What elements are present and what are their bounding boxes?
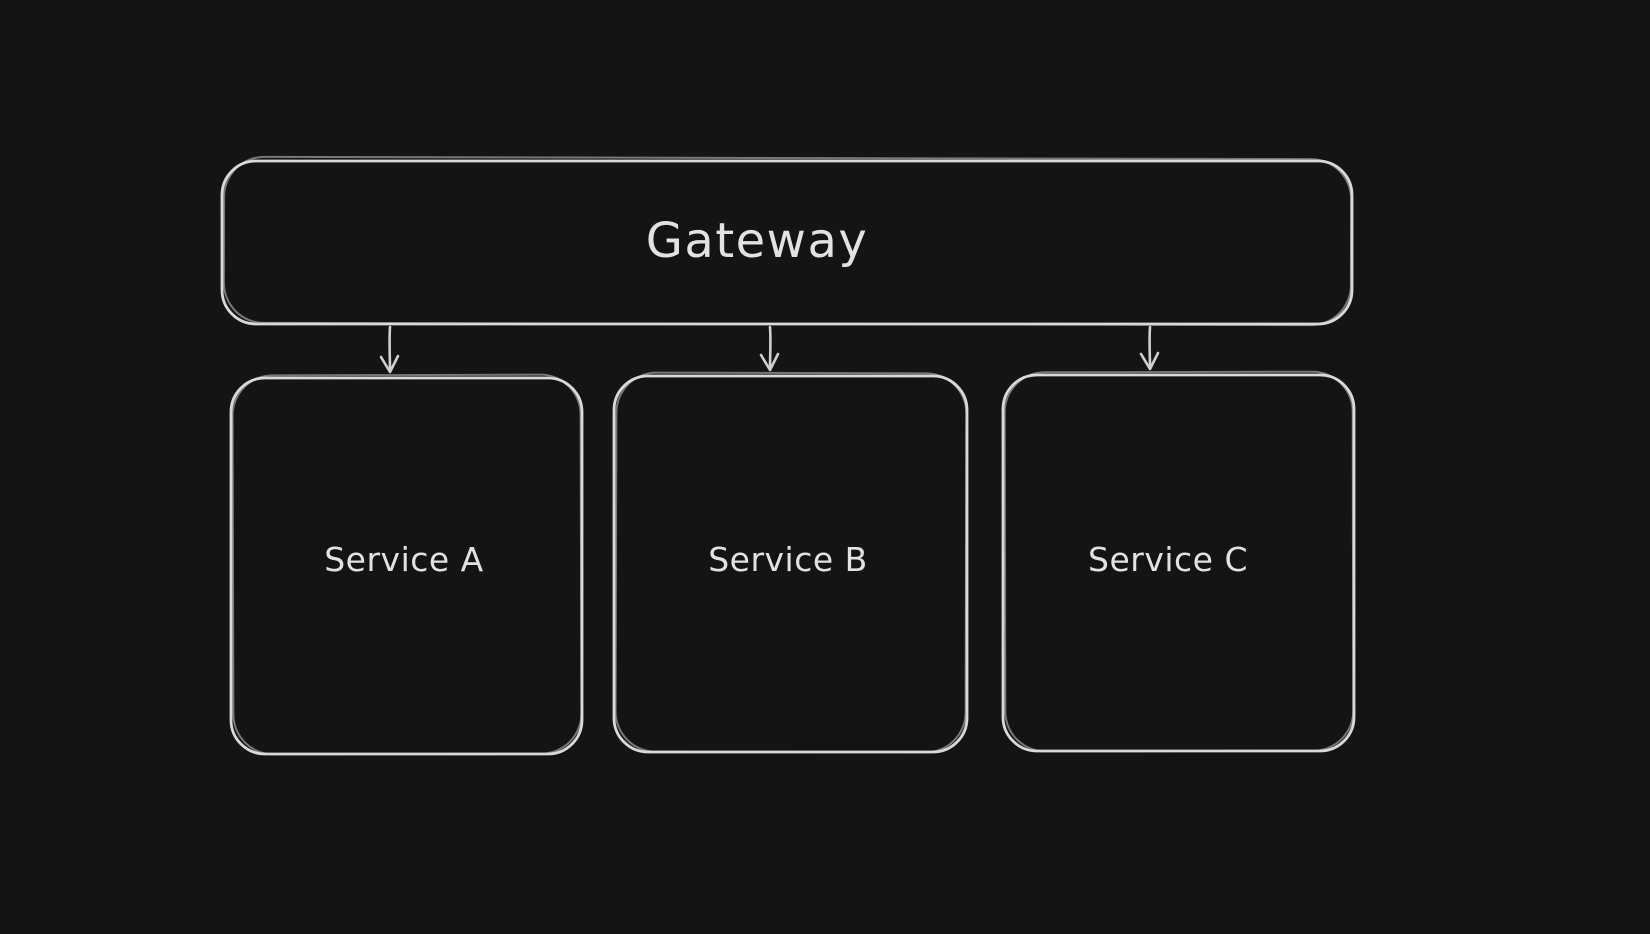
arrow-gateway-to-service-b[interactable]: [759, 325, 780, 372]
gateway-box-outline: [220, 159, 1354, 326]
service-b-box-outline: [612, 374, 969, 754]
node-service-a[interactable]: Service A: [229, 373, 584, 756]
arrow-head: [759, 352, 780, 372]
node-service-b[interactable]: Service B: [612, 371, 969, 754]
node-gateway[interactable]: Gateway: [220, 155, 1354, 327]
service-a-box-outline: [229, 376, 584, 756]
service-b-label: Service B: [708, 540, 868, 579]
service-a-label: Service A: [324, 540, 484, 579]
service-c-label: Service C: [1088, 540, 1248, 579]
arrow-head: [1139, 351, 1160, 371]
service-c-box-outline: [1001, 373, 1356, 753]
arrow-gateway-to-service-a[interactable]: [379, 325, 400, 374]
arrow-head: [379, 354, 400, 374]
node-service-c[interactable]: Service C: [1001, 370, 1356, 753]
arrow-gateway-to-service-c[interactable]: [1139, 325, 1160, 371]
gateway-label: Gateway: [646, 213, 869, 269]
